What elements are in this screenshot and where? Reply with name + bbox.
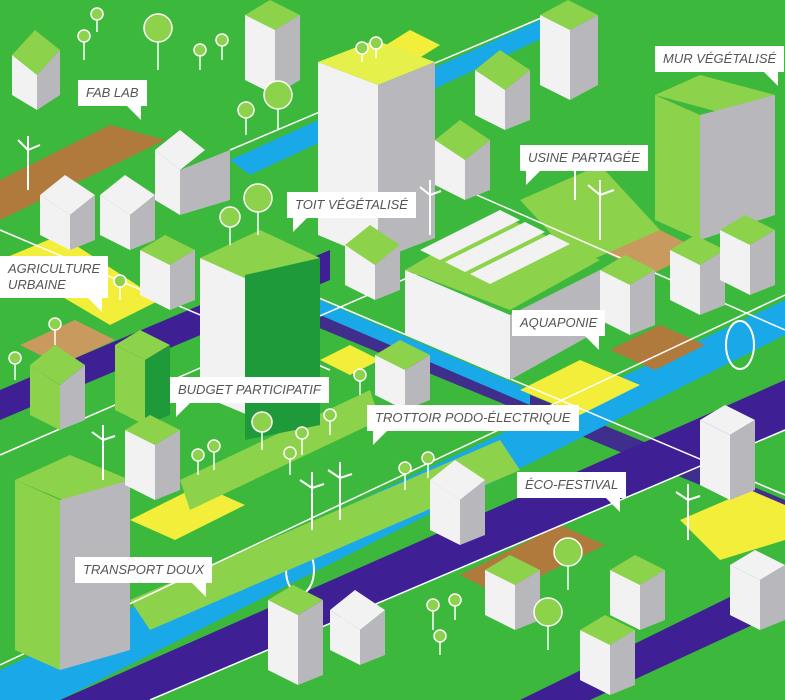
tree [243, 183, 273, 235]
tree [251, 411, 273, 450]
yellow-plot-center [320, 345, 380, 375]
tree [48, 317, 62, 345]
tree [426, 598, 440, 630]
tree [295, 426, 309, 455]
tree [533, 597, 563, 650]
house-right-3 [720, 215, 775, 295]
factory-usine [405, 210, 600, 380]
tree [263, 80, 293, 130]
tree [143, 13, 173, 70]
house-mid-1 [140, 235, 195, 310]
turbine [587, 180, 615, 240]
tree [283, 446, 297, 475]
label-budget-participatif: BUDGET PARTICIPATIF [170, 377, 329, 417]
label-usine-partagee-text: USINE PARTAGÉE [528, 150, 640, 165]
house-bottom-right [730, 550, 785, 630]
label-transport-doux: TRANSPORT DOUX [75, 557, 213, 597]
house-left-green [30, 345, 85, 430]
green-strip-transport [130, 440, 520, 630]
label-transport-doux-text: TRANSPORT DOUX [83, 562, 205, 577]
tree [369, 36, 383, 58]
tree [193, 43, 207, 70]
label-budget-participatif-text: BUDGET PARTICIPATIF [178, 382, 321, 397]
tree [353, 368, 367, 395]
tree [77, 29, 91, 60]
house-top-left [12, 30, 60, 110]
tree [323, 408, 337, 435]
tree [421, 451, 435, 478]
soil-plot-left [20, 320, 115, 365]
tree [355, 41, 369, 62]
tree [191, 448, 205, 475]
turbine [675, 484, 701, 540]
tree [237, 101, 255, 135]
house-left-1 [40, 175, 95, 250]
house-trottoir [430, 460, 485, 545]
green-field-right [520, 165, 660, 265]
trees [8, 7, 583, 655]
tree [433, 629, 447, 655]
label-fab-lab: FAB LAB [78, 80, 147, 120]
canal-tunnel-1 [725, 320, 755, 370]
turbine [327, 462, 353, 520]
tree [553, 537, 583, 590]
tree [219, 206, 241, 245]
label-trottoir-podo-electrique: TROTTOIR PODO-ÉLECTRIQUE [367, 405, 579, 445]
house-bottom-4 [610, 555, 665, 630]
label-trottoir-text: TROTTOIR PODO-ÉLECTRIQUE [375, 410, 571, 425]
tree [448, 593, 462, 620]
soil-plot-aquaponie [610, 325, 705, 370]
house-toit-2 [345, 225, 400, 300]
turbine [299, 472, 325, 530]
house-right-tall [700, 405, 755, 500]
houses [12, 0, 785, 695]
house-right-1 [475, 50, 530, 130]
house-bottom-5 [580, 615, 635, 695]
label-eco-festival-text: ÉCO-FESTIVAL [525, 477, 619, 492]
house-top-right [540, 0, 598, 100]
label-eco-festival: ÉCO-FESTIVAL [517, 472, 627, 512]
label-mur-vegetalise-text: MUR VÉGÉTALISÉ [663, 51, 777, 66]
label-mur-vegetalise: MUR VÉGÉTALISÉ [655, 46, 785, 86]
house-bottom-1 [268, 585, 323, 685]
tree [398, 461, 412, 490]
label-agriculture-urbaine: AGRICULTURE URBAINE [0, 256, 109, 312]
tree [8, 351, 22, 380]
house-left-2 [100, 175, 155, 250]
tree [207, 439, 221, 470]
tower-central [318, 40, 435, 260]
turbine [91, 425, 116, 480]
house-white-tall-top [245, 0, 300, 95]
turbine [17, 136, 41, 190]
yellow-plot-right [680, 490, 785, 560]
house-center-1 [375, 340, 430, 410]
house-bottom-2 [330, 590, 385, 665]
label-usine-partagee: USINE PARTAGÉE [520, 145, 648, 185]
yellow-plot-aquaponie [520, 360, 640, 415]
yellow-plot-mid [130, 485, 245, 540]
building-dark-green-left [115, 330, 170, 425]
house-fablab-1 [155, 130, 230, 215]
building-mur-vegetalise [655, 75, 775, 240]
turbine [419, 180, 442, 235]
house-right-2 [670, 235, 725, 315]
label-toit-vegetalise-text: TOIT VÉGÉTALISÉ [295, 197, 408, 212]
house-budget [125, 415, 180, 500]
label-fab-lab-text: FAB LAB [86, 85, 139, 100]
tree [113, 274, 127, 300]
road-lower [60, 380, 785, 700]
label-aquaponie: AQUAPONIE [512, 310, 606, 350]
house-aquaponie [600, 255, 655, 335]
label-agriculture-urbaine-text: AGRICULTURE URBAINE [8, 261, 101, 292]
label-aquaponie-text: AQUAPONIE [520, 315, 598, 330]
house-usine-1 [435, 120, 490, 200]
tree [215, 33, 229, 60]
tree [90, 7, 104, 32]
label-toit-vegetalise: TOIT VÉGÉTALISÉ [287, 192, 416, 232]
house-bottom-3 [485, 555, 540, 630]
